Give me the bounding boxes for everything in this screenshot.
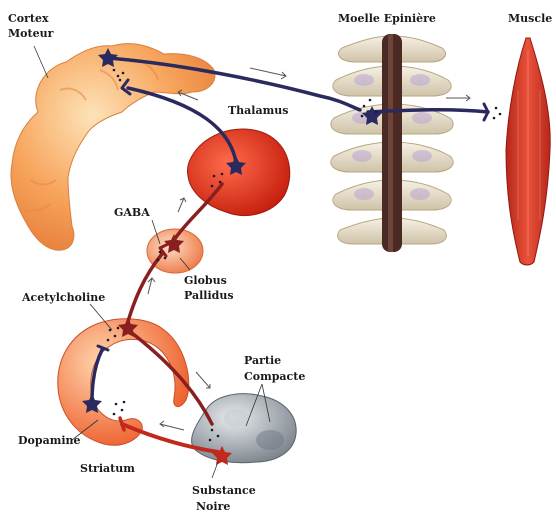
substantia-nigra-label-line1: Substance: [192, 484, 256, 497]
partie-compacte-label-line2: Compacte: [244, 370, 305, 383]
substantia-nigra-label-line2: Noire: [196, 500, 230, 513]
partie-compacte-label-line1: Partie: [244, 354, 281, 367]
spinal-cord-label: Moelle Epinière: [338, 12, 436, 25]
substantia-nigra: [192, 394, 297, 463]
cortex-label-line1: Cortex: [8, 12, 49, 25]
acetylcholine-label: Acetylcholine: [21, 291, 105, 304]
motor-cortex: [11, 44, 215, 251]
striatum-label: Striatum: [80, 462, 135, 475]
gaba-label: GABA: [114, 206, 150, 219]
thalamus-label: Thalamus: [228, 104, 288, 117]
muscle: [506, 38, 550, 265]
globus-label-line1: Globus: [184, 274, 227, 287]
dopamine-label: Dopamine: [18, 434, 81, 447]
globus-label-line2: Pallidus: [184, 289, 234, 302]
spinal-cord: [331, 34, 453, 252]
muscle-label: Muscle: [508, 12, 552, 25]
cortex-label-line2: Moteur: [8, 27, 54, 40]
